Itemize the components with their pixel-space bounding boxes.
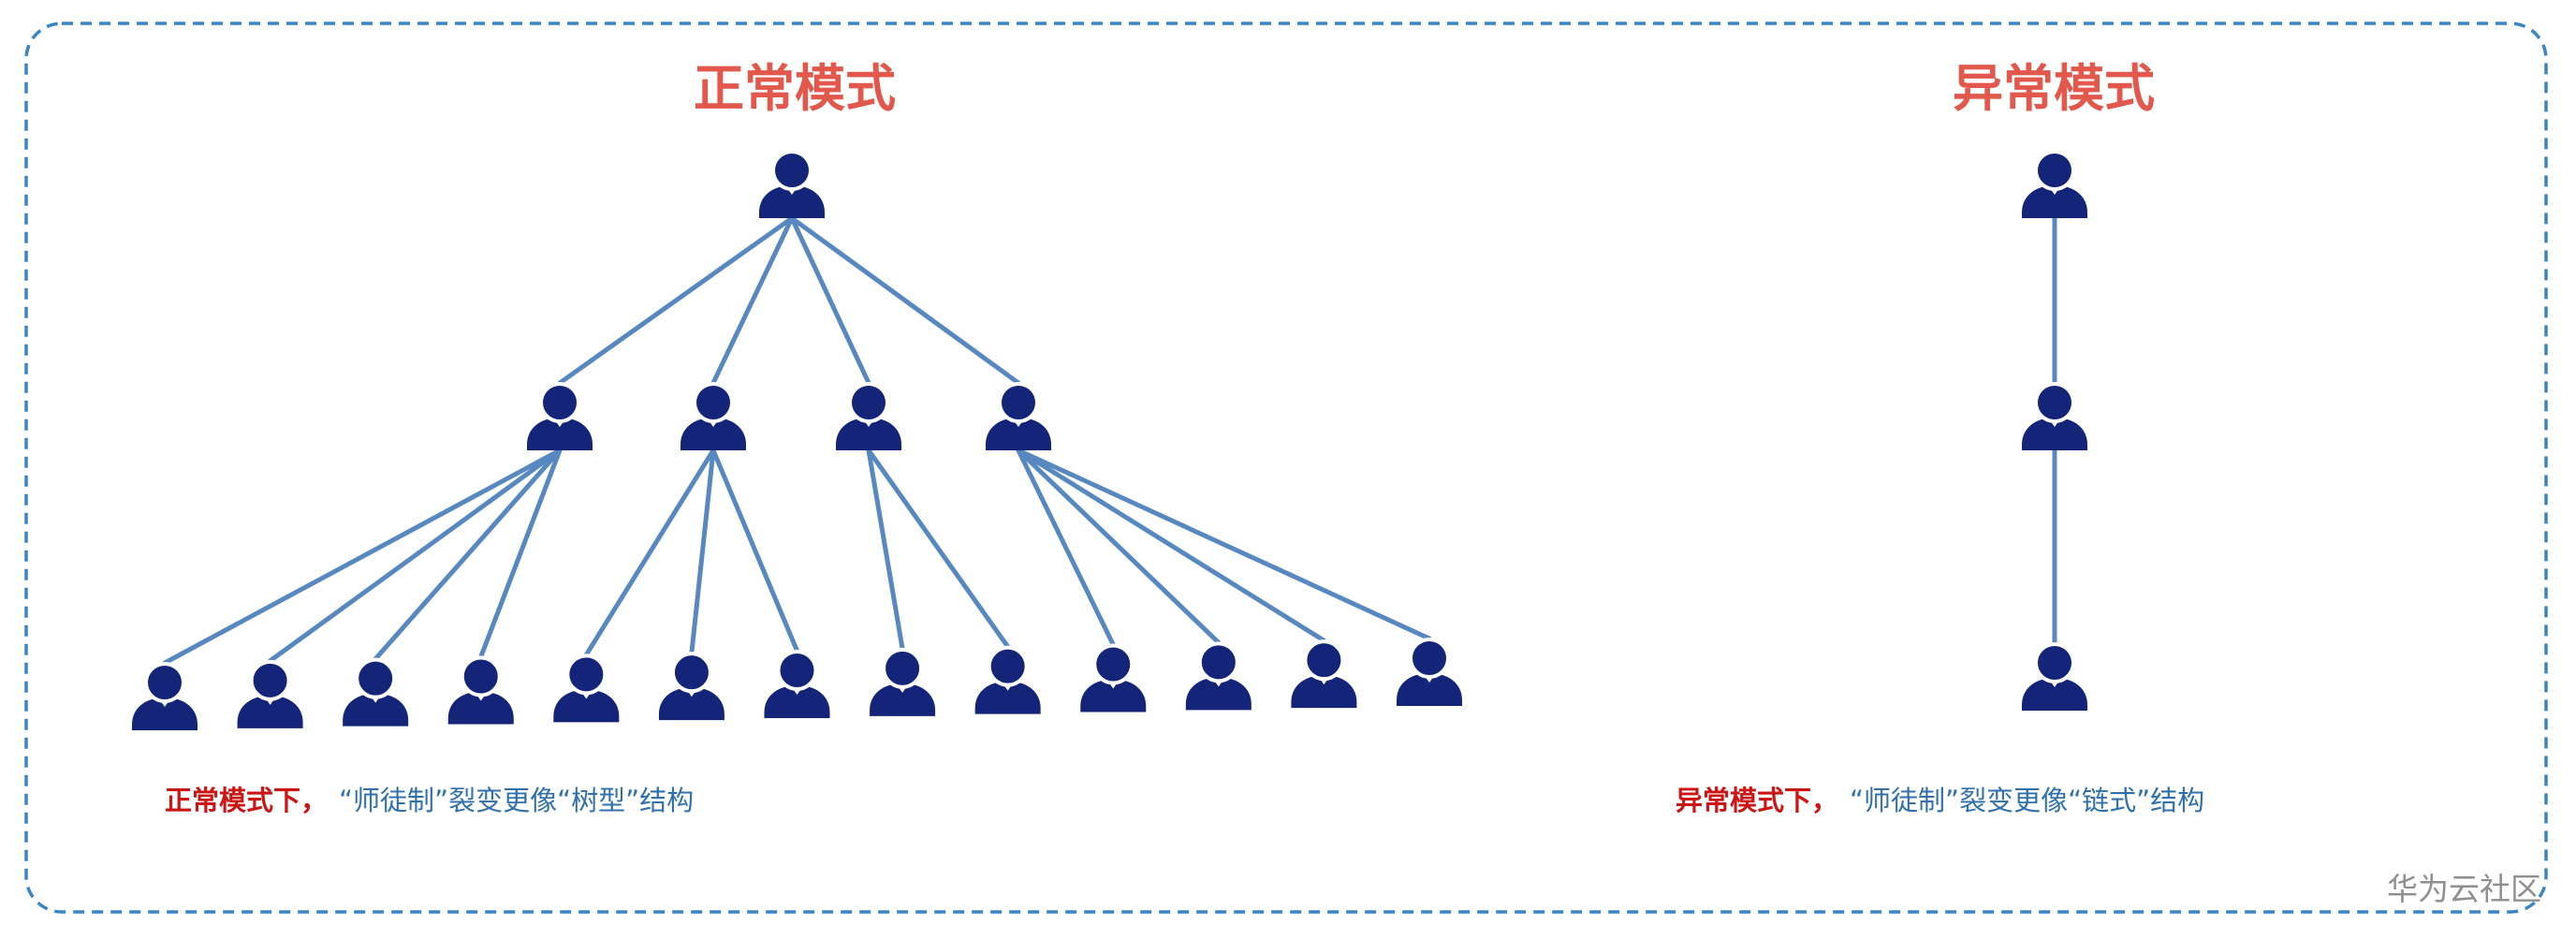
person-head-shape xyxy=(565,654,607,696)
chain-diagram xyxy=(2022,150,2087,711)
chain-person-icon-3 xyxy=(2022,642,2087,711)
normal-mode-caption-highlight: 正常模式下， xyxy=(165,785,329,816)
person-body-shape xyxy=(1291,675,1357,709)
apprentice-person-icon-7 xyxy=(764,650,830,718)
connector-line xyxy=(1016,448,1116,647)
person-head-shape xyxy=(670,652,712,694)
mentor-person-icon-3 xyxy=(836,382,901,450)
person-head-shape xyxy=(987,645,1029,687)
person-head-shape xyxy=(2034,382,2075,423)
person-body-shape xyxy=(658,687,724,721)
person-body-shape xyxy=(1185,677,1251,711)
person-head-shape xyxy=(355,657,397,699)
connector-line xyxy=(689,448,716,655)
connector-line xyxy=(373,448,563,662)
mentor-person-icon-4 xyxy=(986,382,1051,450)
apprentice-person-icon-2 xyxy=(237,659,303,728)
apprentice-person-icon-13 xyxy=(1397,638,1462,706)
person-body-shape xyxy=(759,185,825,218)
mentor-person-icon-2 xyxy=(681,382,746,450)
person-body-shape xyxy=(836,418,901,450)
person-head-shape xyxy=(249,659,291,701)
person-body-shape xyxy=(343,693,409,727)
chain-person-icon-1 xyxy=(2022,150,2087,218)
connector-line xyxy=(1016,448,1326,643)
chain-person-icon-2 xyxy=(2022,382,2087,450)
connector-line xyxy=(789,215,1021,386)
apprentice-person-icon-6 xyxy=(658,652,724,721)
abnormal-mode-caption-text: “师徒制”裂变更像“链式”结构 xyxy=(1850,785,2205,816)
connector-line xyxy=(268,448,563,664)
person-body-shape xyxy=(870,683,936,716)
person-body-shape xyxy=(132,698,198,730)
person-head-shape xyxy=(998,382,1039,423)
diagram-frame xyxy=(24,22,2548,914)
connector-line xyxy=(478,448,563,659)
person-head-shape xyxy=(1197,641,1239,683)
person-head-shape xyxy=(693,382,734,423)
apprentice-person-icon-5 xyxy=(553,654,620,723)
person-head-shape xyxy=(771,150,812,191)
connector-line xyxy=(557,215,795,386)
connector-line xyxy=(162,448,563,666)
person-body-shape xyxy=(447,691,514,725)
person-body-shape xyxy=(553,689,620,723)
apprentice-person-icon-9 xyxy=(974,645,1041,714)
person-head-shape xyxy=(2034,150,2075,191)
connector-line xyxy=(710,448,799,654)
abnormal-mode-caption: 异常模式下， “师徒制”裂变更像“链式”结构 xyxy=(1676,782,2204,819)
person-head-shape xyxy=(144,662,185,703)
connector-line xyxy=(1016,448,1432,641)
person-head-shape xyxy=(1409,638,1450,679)
connector-line xyxy=(583,448,716,657)
watermark: 华为云社区 xyxy=(2387,871,2541,907)
tree-diagram xyxy=(132,150,1462,730)
chain-nodes xyxy=(2022,150,2087,711)
apprentice-person-icon-10 xyxy=(1080,643,1147,712)
person-head-shape xyxy=(776,650,818,691)
normal-mode-title: 正常模式 xyxy=(694,59,896,118)
person-head-shape xyxy=(2034,642,2075,683)
root-person-icon xyxy=(759,150,825,218)
mentor-person-icon-1 xyxy=(527,382,593,450)
person-body-shape xyxy=(1080,679,1147,712)
person-head-shape xyxy=(1092,643,1134,685)
abnormal-mode-title: 异常模式 xyxy=(1953,59,2155,118)
apprentice-person-icon-3 xyxy=(343,657,409,727)
person-body-shape xyxy=(974,681,1041,714)
apprentice-person-icon-11 xyxy=(1185,641,1251,711)
connector-line xyxy=(866,448,905,652)
person-body-shape xyxy=(681,418,746,450)
connector-line xyxy=(1016,448,1222,645)
person-head-shape xyxy=(1303,639,1345,682)
person-head-shape xyxy=(460,655,502,698)
connector-line xyxy=(866,448,1011,650)
person-head-shape xyxy=(539,382,580,423)
apprentice-person-icon-1 xyxy=(132,662,198,730)
person-body-shape xyxy=(986,418,1051,450)
person-body-shape xyxy=(527,418,593,450)
person-body-shape xyxy=(2022,678,2087,711)
apprentice-person-icon-12 xyxy=(1291,639,1357,709)
connector-line xyxy=(789,215,871,386)
connector-line xyxy=(710,215,795,386)
person-body-shape xyxy=(237,695,303,728)
tree-connectors xyxy=(162,215,1432,666)
person-body-shape xyxy=(764,685,830,718)
abnormal-mode-caption-highlight: 异常模式下， xyxy=(1676,785,1839,816)
person-body-shape xyxy=(2022,418,2087,450)
normal-mode-caption: 正常模式下， “师徒制”裂变更像“树型”结构 xyxy=(165,782,694,819)
person-head-shape xyxy=(848,382,889,423)
apprentice-person-icon-8 xyxy=(870,647,936,716)
person-body-shape xyxy=(1397,673,1462,706)
apprentice-person-icon-4 xyxy=(447,655,514,725)
person-body-shape xyxy=(2022,185,2087,218)
person-head-shape xyxy=(882,647,924,689)
normal-mode-caption-text: “师徒制”裂变更像“树型”结构 xyxy=(339,785,695,816)
tree-nodes xyxy=(132,150,1462,730)
